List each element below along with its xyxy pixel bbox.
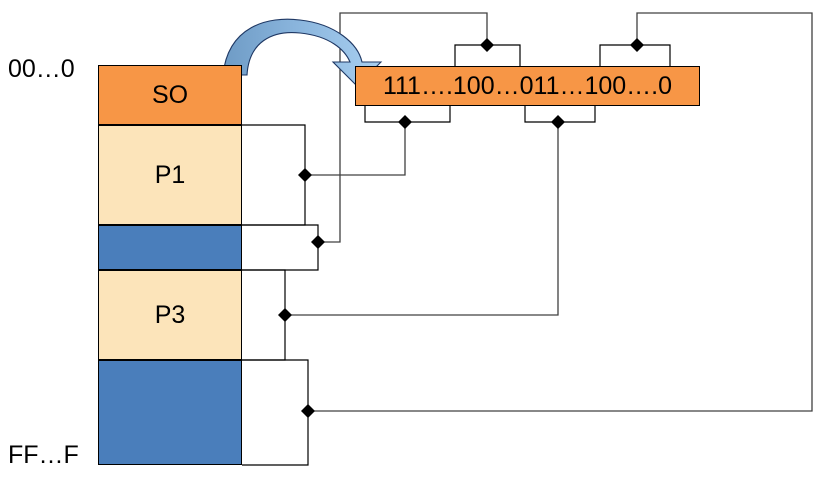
bracket-gap1 — [242, 224, 319, 271]
wire-gap1 — [318, 12, 488, 243]
address-label-bottom: FF…F — [8, 441, 79, 469]
diamond-marker-bitstring-bottom-1 — [398, 115, 412, 129]
diamond-marker-p3 — [278, 308, 292, 322]
memory-block-gap2[interactable] — [98, 360, 242, 465]
diamond-marker-bitstring-bottom-2 — [551, 115, 565, 129]
wire-p1 — [305, 122, 406, 176]
memory-block-so[interactable]: SO — [98, 65, 242, 125]
curved-mapping-arrow — [222, 18, 383, 87]
diamond-marker-gap1 — [311, 235, 325, 249]
memory-block-p3[interactable]: P3 — [98, 270, 242, 360]
diamond-marker-gap2 — [301, 404, 315, 418]
memory-block-label: P3 — [154, 300, 186, 329]
diamond-marker-bitstring-top-1 — [480, 38, 494, 52]
memory-block-label: SO — [151, 80, 189, 109]
bracket-gap2 — [242, 359, 309, 466]
memory-block-gap1[interactable] — [98, 225, 242, 270]
bitstring-box[interactable]: 111….100…011…100….0 — [355, 66, 700, 106]
bracket-p1 — [242, 124, 306, 226]
memory-block-label: P1 — [154, 160, 186, 189]
wire-p3 — [285, 122, 559, 316]
wire-gap2 — [308, 12, 813, 412]
diamond-marker-p1 — [298, 168, 312, 182]
diamond-marker-bitstring-top-2 — [630, 38, 644, 52]
address-label-top: 00…0 — [8, 55, 75, 83]
bitstring-value: 111….100…011…100….0 — [382, 71, 673, 100]
memory-block-p1[interactable]: P1 — [98, 125, 242, 225]
